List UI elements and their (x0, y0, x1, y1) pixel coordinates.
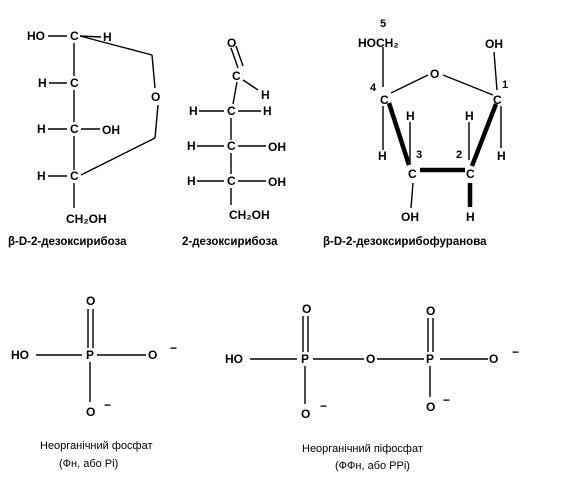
atom-h-c3-top: H (406, 109, 415, 123)
atom-h4: H (187, 174, 196, 188)
atom-o-bridge: O (366, 352, 375, 366)
atom-hoch2: HOCH₂ (358, 36, 399, 50)
beta-deoxyribose-structure: HO C H H C H C OH H C CH₂OH O (27, 29, 160, 226)
atom-ho: HO (11, 348, 29, 362)
caption-deoxyribose: 2-дезоксирибоза (182, 236, 278, 248)
atom-h3: H (37, 122, 46, 136)
atom-c2: C (227, 104, 236, 118)
atom-ho: HO (225, 352, 243, 366)
atom-c1: C (232, 69, 241, 83)
atom-o-bottom: O (86, 405, 95, 419)
atom-ring-o: O (151, 90, 160, 104)
atom-h1: H (103, 30, 112, 44)
caption-phosphate-line1: Неорганічний фосфат (40, 440, 153, 452)
atom-oh3: OH (102, 123, 120, 137)
atom-o-top1: O (302, 302, 311, 316)
atom-ring-o: O (430, 67, 439, 81)
atom-p2: P (426, 352, 434, 366)
atom-p1: P (301, 352, 309, 366)
carbon-number-3: 3 (416, 149, 422, 161)
atom-h2: H (38, 76, 47, 90)
furanose-structure: 5 HOCH₂ OH O 4 C 1 C H H H 3 2 H C C OH … (358, 18, 508, 224)
atom-c2: C (70, 76, 79, 90)
charge-right: − (170, 341, 177, 355)
charge-bottom1: − (320, 399, 327, 413)
atom-ch2oh: CH₂OH (229, 208, 270, 222)
atom-h3: H (187, 139, 196, 153)
deoxyribose-structure: O C H H C H H C OH H C OH CH₂OH (187, 36, 286, 222)
atom-c3: C (408, 167, 417, 181)
caption-furanose: β-D-2-дезоксирибофуранова (323, 236, 487, 248)
atom-ch2oh: CH₂OH (66, 212, 107, 226)
atom-h2: H (189, 104, 198, 118)
atom-o-right: O (489, 352, 498, 366)
caption-pyrophosphate-line2: (ФФн, або PPi) (335, 460, 410, 472)
atom-h1: H (261, 88, 270, 102)
phosphate-structure: O HO P O − O − (11, 294, 177, 419)
carbon-number-5: 5 (380, 18, 386, 30)
atom-o-top: O (86, 294, 95, 308)
atom-o-bottom1: O (301, 407, 310, 421)
atom-c4: C (380, 93, 389, 107)
atom-h-c2-top: H (465, 109, 474, 123)
carbon-number-1: 1 (502, 79, 508, 91)
atom-c4: C (227, 174, 236, 188)
charge-right: − (512, 345, 519, 359)
atom-h2b: H (263, 104, 272, 118)
atom-oh3: OH (268, 140, 286, 154)
atom-c1: C (493, 93, 502, 107)
atom-h-c2-bottom: H (466, 210, 475, 224)
atom-ho: HO (27, 29, 45, 43)
carbon-number-4: 4 (370, 82, 377, 94)
atom-o-right: O (148, 348, 157, 362)
atom-o-bottom2: O (426, 400, 435, 414)
atom-oh3: OH (401, 210, 419, 224)
pyrophosphate-structure: O O HO P O P O − O − O − (225, 302, 519, 421)
atom-c4: C (70, 169, 79, 183)
caption-beta-deoxyribose: β-D-2-дезоксирибоза (8, 236, 127, 248)
atom-oh4: OH (268, 175, 286, 189)
atom-h-c4-low: H (378, 149, 387, 163)
caption-phosphate-line2: (Фн, або Pi) (59, 458, 118, 470)
atom-c3: C (70, 122, 79, 136)
atom-p: P (86, 348, 94, 362)
atom-h4: H (37, 169, 46, 183)
charge-bottom2: − (443, 393, 450, 407)
atom-c1: C (70, 29, 79, 43)
atom-h-c1-low: H (497, 149, 506, 163)
atom-o-top2: O (426, 304, 435, 318)
caption-pyrophosphate-line1: Неорганічний піфосфат (302, 443, 423, 455)
atom-oh1: OH (485, 37, 503, 51)
charge-bottom: − (104, 398, 111, 412)
carbon-number-2: 2 (456, 149, 462, 161)
atom-c2: C (466, 167, 475, 181)
atom-o-aldehyde: O (227, 36, 236, 50)
atom-c3: C (227, 139, 236, 153)
